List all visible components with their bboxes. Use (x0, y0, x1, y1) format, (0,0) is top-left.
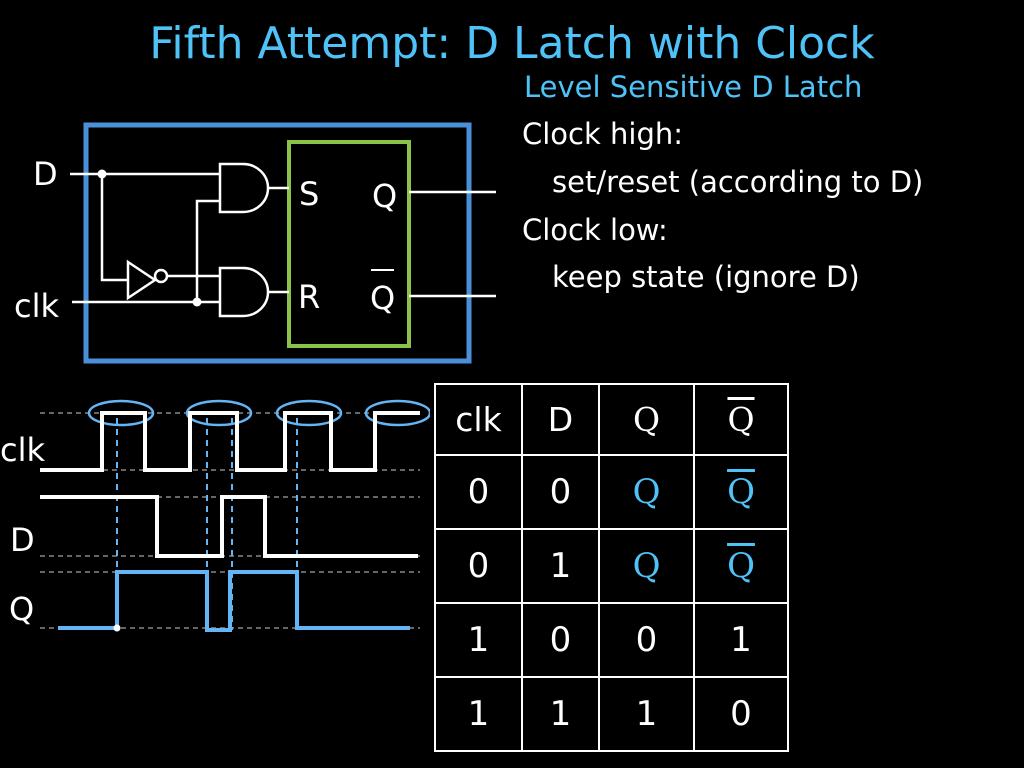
junction-dot (97, 169, 107, 179)
table-row: 0 1 Q Q (434, 528, 789, 604)
q-waveform (58, 570, 410, 632)
cell-clk: 0 (434, 454, 523, 530)
junction-dot (113, 624, 121, 632)
wave-clk-label: clk (0, 431, 45, 469)
latch-r-label: R (298, 278, 320, 316)
table-row: 1 1 1 0 (434, 676, 789, 752)
and-gate-bottom (218, 266, 270, 318)
cell-d: 0 (521, 454, 600, 530)
truth-table-header-row: clk D Q Q (434, 383, 789, 456)
wave-d-label: D (10, 521, 35, 559)
notes-clock-high: Clock high: (522, 117, 684, 151)
header-clk: clk (434, 383, 523, 456)
table-row: 1 0 0 1 (434, 602, 789, 678)
cell-clk: 0 (434, 528, 523, 604)
d-waveform (40, 495, 418, 558)
notes-subtitle: Level Sensitive D Latch (524, 70, 863, 104)
cell-d: 1 (521, 676, 600, 752)
wave-q-label: Q (9, 590, 34, 628)
cell-q: 1 (598, 676, 695, 752)
header-d: D (521, 383, 600, 456)
d-to-inverter-wire (100, 174, 127, 282)
clock-high-ellipse (364, 399, 430, 427)
timing-diagram: clk D Q (0, 399, 430, 632)
inverter-triangle (126, 259, 158, 301)
junction-dot (192, 297, 202, 307)
notes-clock-low-detail: keep state (ignore D) (552, 260, 860, 294)
clock-high-ellipse (275, 399, 343, 427)
cell-clk: 1 (434, 676, 523, 752)
clock-high-ellipse (87, 399, 155, 427)
header-qbar: Q (693, 383, 789, 456)
cell-q: Q (598, 528, 695, 604)
outer-box (83, 122, 472, 364)
cell-qbar: 1 (693, 602, 789, 678)
cell-d: 1 (521, 528, 600, 604)
notes-clock-low: Clock low: (522, 213, 668, 247)
notes-clock-high-detail: set/reset (according to D) (552, 165, 924, 199)
clk-waveform (40, 411, 420, 472)
inverter-bubble (153, 268, 169, 284)
table-row: 0 0 Q Q (434, 454, 789, 530)
d-latch-circuit: D clk S R Q Q (14, 122, 496, 364)
header-q: Q (598, 383, 695, 456)
truth-table: clk D Q Q 0 0 Q Q 0 1 Q Q 1 0 0 1 1 1 1 … (434, 383, 789, 752)
cell-clk: 1 (434, 602, 523, 678)
cell-qbar: 0 (693, 676, 789, 752)
cell-qbar: Q (693, 528, 789, 604)
latch-s-label: S (299, 175, 319, 213)
latch-q-label: Q (372, 177, 397, 215)
sr-latch-box (287, 140, 411, 348)
and-gate-top (218, 162, 270, 214)
input-clk-label: clk (14, 287, 59, 325)
latch-qbar-label: Q (370, 279, 395, 317)
clock-high-ellipse (185, 399, 253, 427)
slide-title: Fifth Attempt: D Latch with Clock (149, 18, 875, 69)
input-d-label: D (33, 155, 58, 193)
cell-d: 0 (521, 602, 600, 678)
cell-q: 0 (598, 602, 695, 678)
clk-tap-wire (195, 199, 220, 302)
cell-q: Q (598, 454, 695, 530)
cell-qbar: Q (693, 454, 789, 530)
